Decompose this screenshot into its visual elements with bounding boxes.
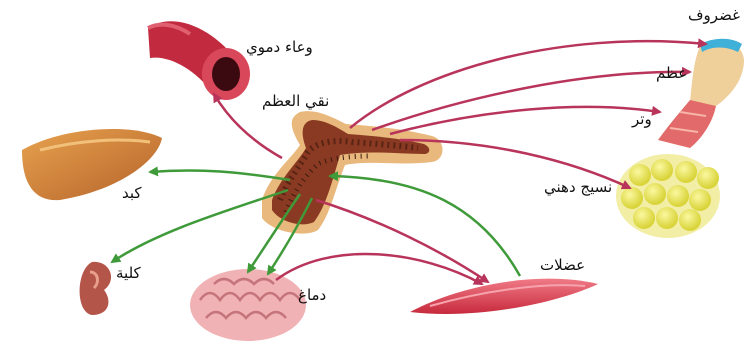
label-tendon: وتر — [632, 110, 652, 128]
label-bone: عظم — [656, 64, 687, 82]
label-cartilage: غضروف — [688, 6, 740, 24]
label-fat-tissue: نسيج دهني — [544, 178, 612, 196]
label-bone-marrow: نقي العظم — [262, 92, 329, 110]
bone-marrow-illustration — [262, 111, 443, 234]
label-kidney: كلية — [116, 264, 141, 282]
arrow-to-cartilage — [350, 41, 706, 128]
muscle-illustration — [410, 279, 598, 314]
label-liver: كبد — [122, 184, 142, 202]
blood-vessel-illustration — [148, 21, 250, 100]
bone-tendon-illustration — [658, 39, 744, 148]
brain-illustration — [190, 269, 306, 341]
kidney-illustration — [80, 262, 112, 315]
label-muscles: عضلات — [540, 256, 585, 274]
arrow-to-liver — [150, 170, 290, 180]
fat-tissue-illustration — [616, 154, 720, 238]
label-blood-vessel: وعاء دموي — [246, 38, 313, 56]
label-brain: دماغ — [298, 286, 326, 304]
